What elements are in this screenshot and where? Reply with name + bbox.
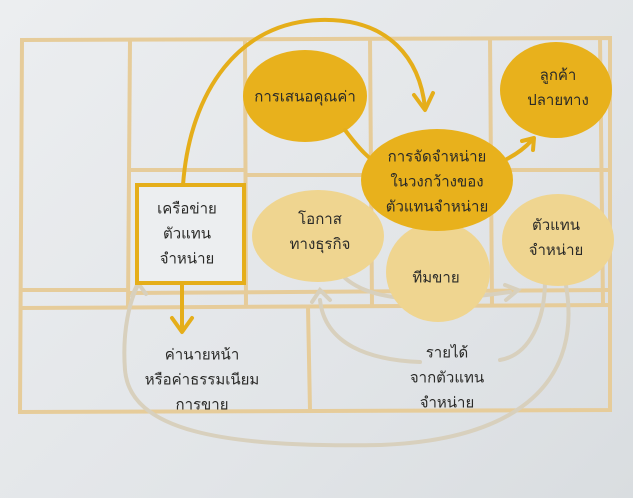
- arrowhead-icon: [520, 136, 536, 152]
- main-flow-arrows: [170, 17, 536, 334]
- distributors-label: ตัวแทนจำหน่าย: [528, 216, 584, 259]
- revenue-label: รายได้จากตัวแทนจำหน่าย: [409, 343, 485, 412]
- distribution-to-customers-arrow: [503, 138, 534, 162]
- arrowhead-icon: [170, 316, 194, 334]
- network-to-distribution-arc: [181, 17, 427, 187]
- arrowhead-icon: [503, 283, 522, 302]
- arrowhead-icon: [412, 91, 435, 112]
- revenue-loop-arrow: [122, 278, 571, 448]
- distributor-network-label: เครือข่ายตัวแทนจำหน่าย: [157, 199, 217, 268]
- distributor-network-box: [135, 183, 246, 285]
- revenue-to-opportunity-arrow: [318, 298, 422, 364]
- revenue-from-distributor-curve: [498, 278, 547, 362]
- value-proposition-label: การเสนอคุณค่า: [254, 87, 356, 106]
- distributors-blob: [502, 194, 614, 286]
- business-opportunity-blob: [252, 190, 384, 282]
- arrowhead-icon: [310, 286, 332, 304]
- wide-distribution-label: การจัดจำหน่ายในวงกว้างของตัวแทนจำหน่าย: [385, 147, 489, 216]
- end-customers-label: ลูกค้าปลายทาง: [527, 66, 589, 109]
- value-proposition-blob: [243, 50, 367, 142]
- sales-team-label: ทีมขาย: [412, 268, 460, 287]
- end-customers-blob: [500, 42, 612, 138]
- business-opportunity-label: โอกาสทางธุรกิจ: [289, 210, 351, 253]
- wide-distribution-blob: [361, 129, 513, 231]
- sales-team-blob: [386, 222, 490, 322]
- commission-label: ค่านายหน้าหรือค่าธรรมเนียมการขาย: [144, 345, 260, 414]
